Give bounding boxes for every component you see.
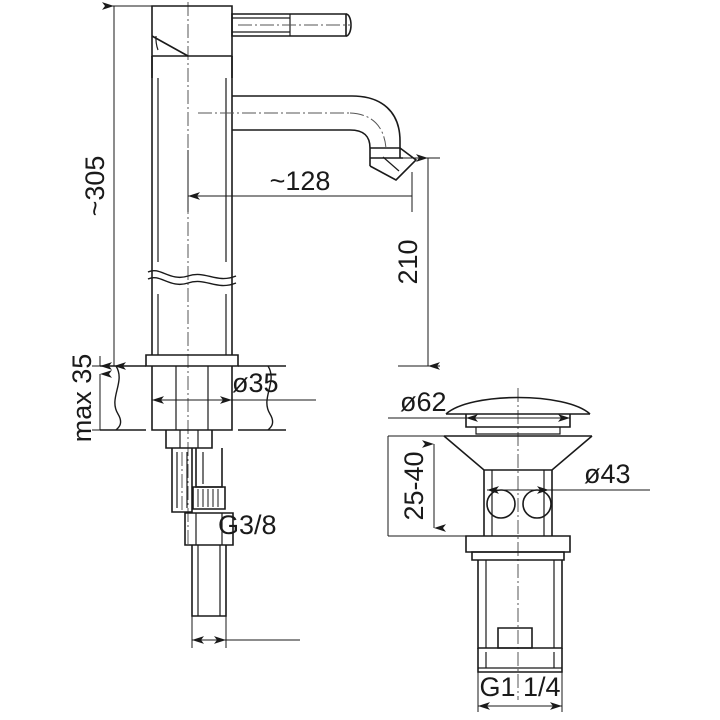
- dimension-waste-outlet-thread-label: G1 1/4: [479, 672, 560, 702]
- overflow-hole-left: [486, 489, 516, 519]
- dimension-spout-height-label: 210: [393, 239, 423, 284]
- dimension-base-diameter: ø35: [152, 368, 316, 404]
- dimension-basin-thickness-range-label: 25-40: [399, 451, 429, 520]
- lever-handle-arm: [231, 13, 352, 37]
- tap-base-escutcheon: [145, 354, 239, 431]
- tap-spout: [198, 95, 418, 181]
- lever-handle-head: [151, 5, 233, 78]
- waste-body: [483, 470, 553, 536]
- dimension-inlet-thread-label: G3/8: [218, 510, 277, 540]
- spout-curve-center-line: [349, 112, 387, 149]
- dimension-base-diameter-label: ø35: [232, 368, 279, 398]
- dimension-max-mounting-thickness-label: max 35: [67, 354, 97, 443]
- tap-column-body: [151, 56, 233, 355]
- dimension-total-height: ~305: [80, 2, 152, 370]
- dimension-waste-body-diameter-label: ø43: [584, 459, 631, 489]
- column-break-line: [147, 269, 237, 287]
- dimension-waste-cap-diameter: ø62: [388, 387, 570, 422]
- dimension-inlet-thread: G3/8: [191, 510, 300, 648]
- pop-up-waste-view: ø62 25-40 ø43 G1 1/4: [387, 387, 650, 712]
- dimension-spout-height: 210: [393, 154, 440, 370]
- waste-dome-cap: [445, 396, 591, 435]
- waste-threaded-outlet: [477, 648, 563, 673]
- overflow-hole-right: [522, 489, 552, 519]
- dimension-waste-body-diameter: ø43: [487, 459, 650, 494]
- dimension-total-height-label: ~305: [80, 156, 110, 217]
- tap-fixing-shank: [165, 430, 234, 617]
- waste-lower-flange: [465, 535, 571, 561]
- basin-mixer-tap-view: ~305 max 35 ~128 210: [67, 2, 440, 648]
- dimension-waste-cap-diameter-label: ø62: [400, 387, 447, 417]
- waste-tail-body: [477, 560, 563, 649]
- dimension-max-mounting-thickness: max 35: [67, 354, 116, 443]
- dimension-waste-outlet-thread: G1 1/4: [477, 672, 563, 712]
- dimension-basin-thickness-range: 25-40: [387, 435, 470, 537]
- dimension-spout-reach-label: ~128: [270, 166, 331, 196]
- dimension-spout-reach: ~128: [187, 150, 413, 212]
